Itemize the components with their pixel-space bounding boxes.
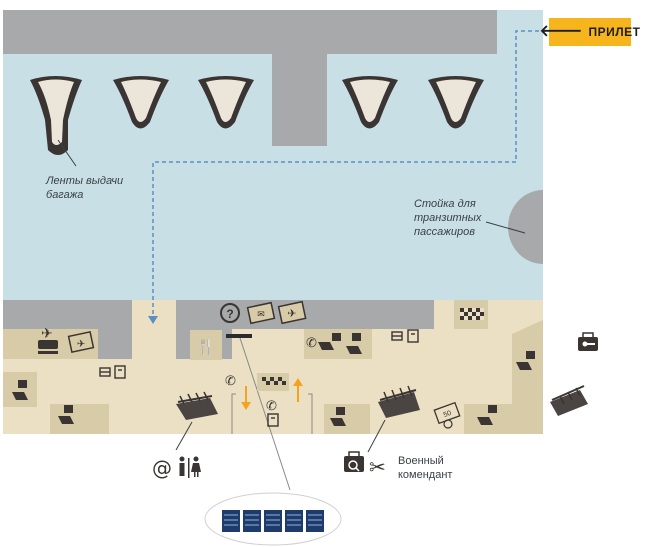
transit-desk[interactable]	[508, 190, 543, 264]
label-line: комендант	[398, 469, 453, 481]
bus-icon	[38, 340, 58, 354]
baggage-belt-icon[interactable]	[428, 76, 484, 129]
shop-block[interactable]	[512, 320, 543, 434]
label-line: Ленты выдачи	[46, 175, 124, 187]
escalator-up-icon[interactable]	[293, 378, 303, 402]
arrival-label: ПРИЛЕТ	[588, 25, 641, 39]
svg-text:?: ?	[226, 307, 233, 321]
center-pillar	[272, 54, 327, 146]
transit-desk-label: Стойка для транзитных пассажиров	[414, 197, 481, 239]
top-wall	[3, 10, 497, 54]
label-line: Военный	[398, 455, 444, 467]
label-line: пассажиров	[414, 226, 475, 238]
phone-icon[interactable]: ✆	[306, 336, 317, 351]
flight-icon[interactable]: ✈	[67, 330, 95, 354]
luggage-trolley-icon[interactable]	[378, 385, 420, 418]
restaurant-icon[interactable]: 🍴	[190, 330, 222, 360]
phone-icon[interactable]: ✆	[266, 399, 277, 414]
svg-text:50: 50	[443, 410, 453, 419]
luggage-trolley-icon[interactable]	[550, 385, 588, 416]
taxi-icon[interactable]	[257, 373, 289, 391]
shop-block[interactable]	[50, 404, 109, 434]
luggage-storage-icon[interactable]	[578, 332, 598, 351]
phone-icon[interactable]: ✆	[225, 374, 236, 389]
svg-text:✈: ✈	[41, 326, 53, 342]
ticket-icon[interactable]: ✉	[246, 301, 276, 325]
escalator-down-icon[interactable]	[241, 386, 251, 410]
departures-board-icon[interactable]	[226, 334, 252, 338]
arrow-left-icon: 🡐	[539, 23, 583, 40]
flight-icon: ✈	[41, 326, 53, 342]
shop-icon[interactable]	[12, 333, 535, 426]
leader-line	[485, 221, 526, 234]
leader-line	[57, 139, 77, 167]
label-line: Стойка для	[414, 198, 476, 210]
label-line: транзитных	[414, 212, 482, 224]
baggage-belt-icon[interactable]	[198, 76, 254, 129]
route-path	[152, 30, 546, 316]
svg-text:🍴: 🍴	[196, 337, 216, 356]
baggage-hall-corridor	[497, 10, 543, 54]
wall-segment	[3, 300, 132, 329]
svg-text:✈: ✈	[287, 307, 296, 320]
military-commandant-label: Военный комендант	[398, 454, 452, 482]
escalator-frame	[231, 393, 313, 434]
baggage-belts-label: Ленты выдачи багажа	[46, 174, 123, 202]
label-line: багажа	[46, 189, 84, 201]
currency-exchange-icon[interactable]: 50	[433, 401, 461, 429]
leader-line	[175, 421, 193, 451]
arrival-button[interactable]: 🡐 ПРИЛЕТ	[540, 18, 640, 46]
leader-line	[239, 337, 291, 491]
flight-icon[interactable]: ✈	[277, 300, 307, 325]
departures-board-icon[interactable]	[222, 510, 324, 532]
luggage-trolley-icon[interactable]	[176, 391, 218, 420]
restroom-icon[interactable]	[179, 456, 202, 479]
baggage-belt-icon[interactable]	[113, 76, 169, 129]
lost-baggage-icon[interactable]	[99, 329, 419, 427]
svg-text:✈: ✈	[77, 339, 85, 350]
baggage-belt-icon[interactable]	[342, 76, 398, 129]
luggage-wrap-icon[interactable]	[344, 451, 364, 472]
baggage-belt-icon[interactable]	[30, 76, 82, 155]
svg-text:✉: ✉	[257, 310, 265, 320]
wall-segment	[98, 329, 132, 359]
leader-line	[367, 419, 386, 453]
shop-block[interactable]	[3, 372, 37, 407]
internet-icon[interactable]: @	[152, 456, 172, 480]
route-arrow	[148, 316, 158, 324]
taxi-icon[interactable]	[460, 308, 484, 320]
help-icon[interactable]: ?	[220, 303, 240, 323]
scissors-icon[interactable]: ✂	[369, 455, 386, 479]
